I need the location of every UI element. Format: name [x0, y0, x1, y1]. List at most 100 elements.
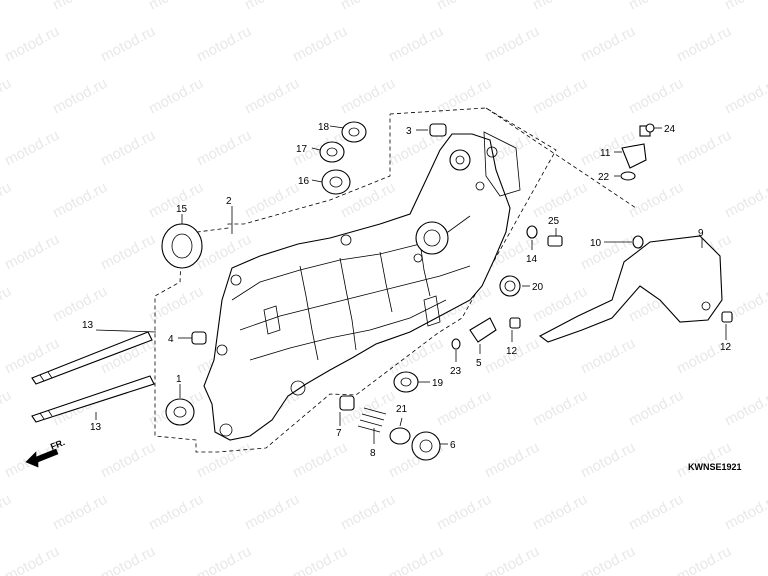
watermark-text: motod.ru: [290, 543, 350, 576]
watermark-text: motod.ru: [0, 179, 14, 222]
watermark-text: motod.ru: [0, 283, 14, 326]
bolt-25: [547, 235, 563, 247]
watermark-text: motod.ru: [722, 491, 768, 534]
watermark-text: motod.ru: [626, 75, 686, 118]
watermark-text: motod.ru: [242, 75, 302, 118]
watermark-text: motod.ru: [242, 0, 302, 14]
watermark-text: motod.ru: [626, 491, 686, 534]
watermark-text: motod.ru: [0, 75, 14, 118]
watermark-text: motod.ru: [0, 0, 14, 14]
oil-seal-20: [499, 275, 521, 297]
callout-15: 15: [176, 204, 188, 215]
callout-labels: 18 17 16 3 24 11 22 2 15 25 1 4 10 9 20 1…: [82, 122, 732, 459]
watermark-text: motod.ru: [146, 0, 206, 14]
watermark-text: motod.ru: [242, 179, 302, 222]
callout-6: 6: [450, 440, 456, 451]
watermark-text: motod.ru: [626, 387, 686, 430]
watermark-text: motod.ru: [98, 127, 158, 170]
watermark-text: motod.ru: [434, 491, 494, 534]
watermark-text: motod.ru: [50, 491, 110, 534]
washer-10: [632, 235, 644, 249]
watermark-text: motod.ru: [98, 23, 158, 66]
callout-16: 16: [298, 176, 310, 187]
callout-22: 22: [598, 172, 610, 183]
watermark-text: motod.ru: [98, 543, 158, 576]
washer-14: [526, 225, 538, 239]
crankcase-body: [203, 131, 521, 441]
hanger-arm-9: [538, 235, 723, 343]
callout-3: 3: [406, 126, 412, 137]
bearing-15: [161, 223, 203, 269]
callout-17: 17: [296, 144, 308, 155]
clip-23: [451, 338, 461, 350]
assembly-outline: [154, 107, 557, 453]
callout-21: 21: [396, 404, 408, 415]
watermark-text: motod.ru: [338, 491, 398, 534]
watermark-text: motod.ru: [338, 75, 398, 118]
watermark-text: motod.ru: [434, 387, 494, 430]
watermark-text: motod.ru: [578, 335, 638, 378]
plug-6: [411, 431, 441, 461]
watermark-text: motod.ru: [482, 439, 542, 482]
watermark-text: motod.ru: [50, 0, 110, 14]
watermark-text: motod.ru: [50, 283, 110, 326]
callout-24: 24: [664, 124, 676, 135]
long-bolts: [31, 331, 155, 423]
callout-11: 11: [600, 148, 611, 159]
o-ring-21: [389, 427, 411, 445]
callout-4: 4: [168, 334, 174, 345]
callout-7: 7: [336, 428, 342, 439]
callout-12-right: 12: [720, 342, 732, 353]
watermark-text: motod.ru: [434, 0, 494, 14]
watermark-text: motod.ru: [194, 23, 254, 66]
drain-bolt-7: [339, 395, 355, 411]
watermark-text: motod.ru: [50, 179, 110, 222]
watermark-text: motod.ru: [578, 439, 638, 482]
watermark-text: motod.ru: [434, 75, 494, 118]
watermark-text: motod.ru: [674, 543, 734, 576]
bearing-18: [341, 121, 367, 143]
watermark-text: motod.ru: [2, 127, 62, 170]
watermark-text: motod.ru: [386, 23, 446, 66]
callout-13-top: 13: [82, 320, 94, 331]
watermark-text: motod.ru: [482, 543, 542, 576]
watermark-text: motod.ru: [98, 231, 158, 274]
callout-18: 18: [318, 122, 330, 133]
watermark-text: motod.ru: [0, 491, 14, 534]
bolt-12-b: [721, 311, 733, 323]
watermark-text: motod.ru: [578, 23, 638, 66]
callout-2: 2: [226, 196, 232, 207]
callout-9: 9: [698, 228, 704, 239]
watermark-text: motod.ru: [2, 231, 62, 274]
callout-12-left: 12: [506, 346, 518, 357]
watermark-text: motod.ru: [674, 23, 734, 66]
watermark-text: motod.ru: [194, 127, 254, 170]
watermark-text: motod.ru: [338, 0, 398, 14]
watermark-text: motod.ru: [2, 543, 62, 576]
watermark-text: motod.ru: [722, 0, 768, 14]
watermark-text: motod.ru: [578, 543, 638, 576]
watermark-text: motod.ru: [146, 75, 206, 118]
watermark-text: motod.ru: [530, 491, 590, 534]
callout-8: 8: [370, 448, 376, 459]
o-ring-22: [620, 171, 636, 181]
watermark-text: motod.ru: [530, 75, 590, 118]
callout-10: 10: [590, 238, 602, 249]
callout-19: 19: [432, 378, 444, 389]
oil-seal-19: [393, 371, 419, 393]
dowel-pin-4: [191, 331, 207, 345]
watermark-text: motod.ru: [674, 127, 734, 170]
callout-25: 25: [548, 216, 560, 227]
callout-1: 1: [176, 374, 182, 385]
watermark-text: motod.ru: [722, 179, 768, 222]
watermark-text: motod.ru: [98, 439, 158, 482]
callout-20: 20: [532, 282, 544, 293]
callout-5: 5: [476, 358, 482, 369]
watermark-text: motod.ru: [530, 179, 590, 222]
leader-lines: [95, 125, 727, 445]
bearing-17: [319, 141, 345, 163]
diagram-code: KWNSE1921: [688, 462, 742, 472]
watermark-text: motod.ru: [386, 335, 446, 378]
bearing-16: [321, 169, 351, 195]
watermark-text: motod.ru: [50, 75, 110, 118]
